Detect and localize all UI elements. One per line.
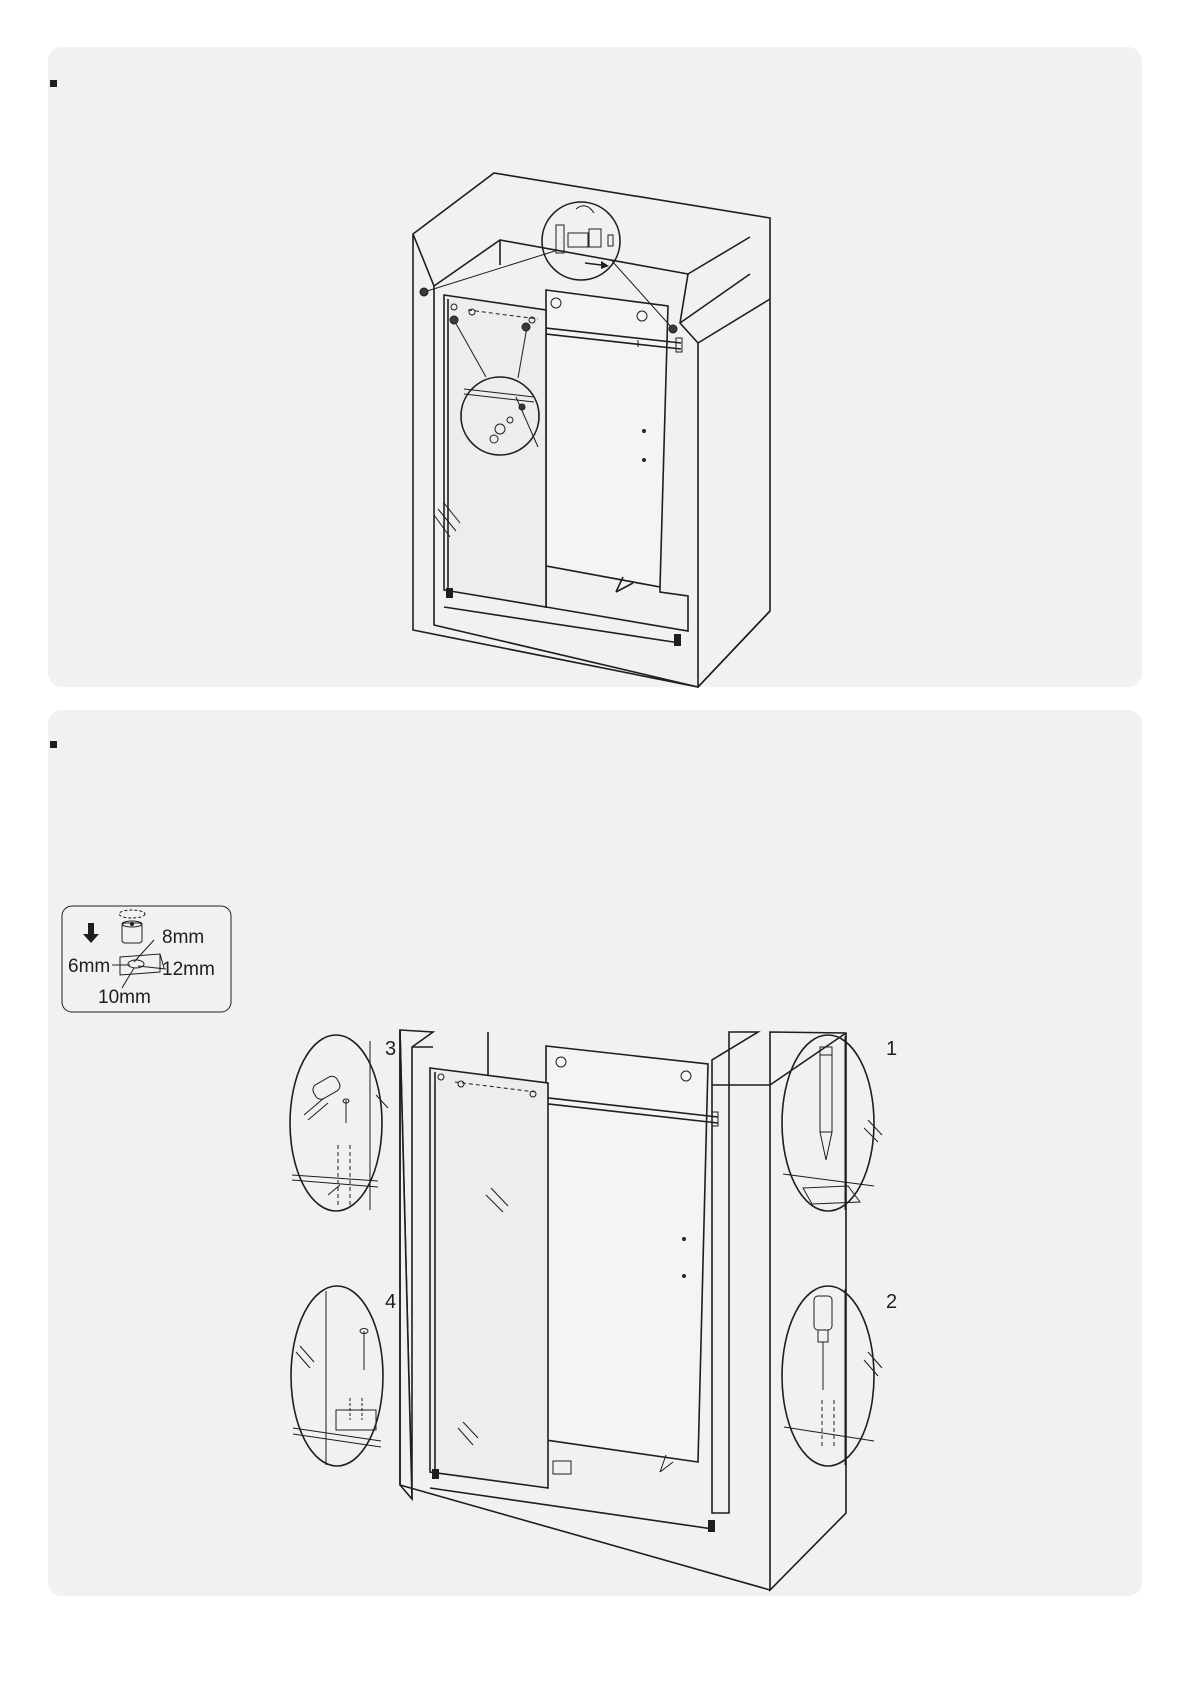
dimension-label-bottom: 10mm (98, 987, 151, 1008)
dimension-label-top: 8mm (162, 927, 204, 948)
instruction-panel-1 (48, 47, 1142, 687)
instruction-panel-2: 8mm 6mm 12mm 10mm (48, 710, 1142, 1596)
step-number-1: 1 (886, 1038, 897, 1060)
step-number-3: 3 (385, 1038, 396, 1060)
wall-plug-icon (336, 1398, 376, 1430)
dimension-label-right: 12mm (162, 959, 215, 980)
hammer-icon (304, 1074, 342, 1120)
arrow-down-icon (83, 923, 99, 943)
floor-guide (553, 1461, 571, 1474)
step-callout-hammer (290, 1035, 382, 1211)
sliding-glass-door (444, 295, 546, 607)
shower-enclosure-diagram-1 (48, 47, 1142, 687)
step-number-2: 2 (886, 1291, 897, 1313)
screw-icon (343, 1099, 349, 1123)
screw-icon (360, 1329, 368, 1371)
step-number-4: 4 (385, 1291, 396, 1313)
shower-enclosure-diagram-2: 8mm 6mm 12mm 10mm (48, 710, 1142, 1596)
fixed-glass-panel (546, 1046, 708, 1462)
sliding-glass-door (430, 1068, 548, 1488)
dimension-label-left: 6mm (68, 956, 110, 977)
